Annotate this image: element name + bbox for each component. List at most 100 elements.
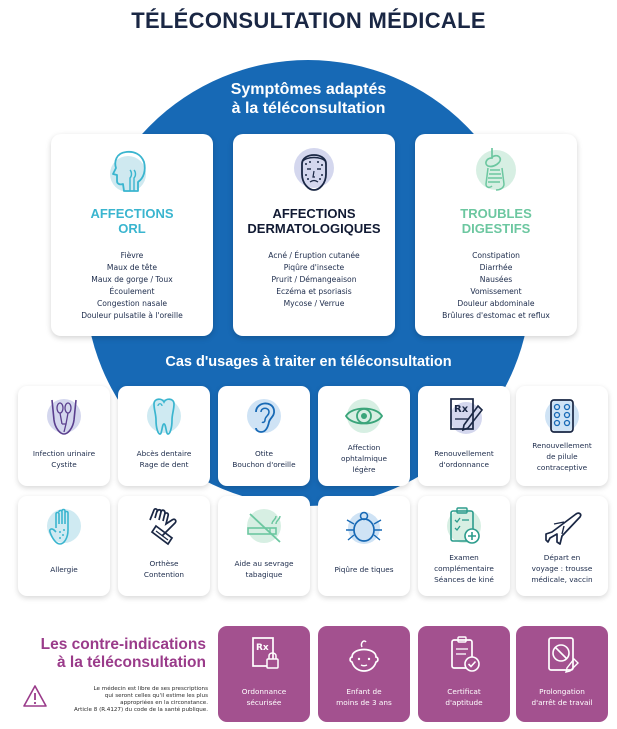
- contra-label-line: Certificat: [447, 687, 481, 696]
- no-smoking-icon: [247, 509, 281, 543]
- airplane-icon: [545, 512, 582, 545]
- prescription-icon: Rx: [450, 398, 484, 434]
- use-card-label: Affection ophtalmique légère: [321, 442, 407, 475]
- use-card-label: Renouvellement d'ordonnance: [421, 448, 507, 470]
- use-card-tick-bite: Piqûre de tiques: [318, 496, 410, 596]
- category-title-line-1: AFFECTIONS: [90, 206, 174, 221]
- symptom-item: Eczéma et psoriasis: [276, 287, 352, 296]
- use-label-line: médicale, vaccin: [531, 575, 593, 584]
- category-title-line-1: AFFECTIONS: [272, 206, 356, 221]
- use-card-label: Départ en voyage : trousse médicale, vac…: [519, 552, 605, 585]
- category-title: AFFECTIONS DERMATOLOGIQUES: [233, 206, 395, 236]
- category-title: TROUBLES DIGESTIFS: [415, 206, 577, 236]
- symptom-item: Maux de tête: [106, 263, 158, 272]
- tooth-icon: [147, 398, 181, 435]
- contra-card-fitness-certificate: Certificat d'aptitude: [418, 626, 510, 722]
- pill-pack-icon: [545, 399, 579, 433]
- use-label-line: Affection: [347, 443, 381, 452]
- legal-note-line: Article 8 (R.4127) du code de la santé p…: [74, 707, 208, 713]
- contra-card-label: Enfant de moins de 3 ans: [321, 686, 407, 708]
- category-title-line-1: TROUBLES: [460, 206, 532, 221]
- symptom-item: Piqûre d'insecte: [283, 263, 345, 272]
- use-label-line: tabagique: [245, 570, 283, 579]
- symptom-item: Brûlures d'estomac et reflux: [442, 311, 550, 320]
- use-card-label: Abcès dentaire Rage de dent: [121, 448, 207, 470]
- contra-label-line: sécurisée: [246, 698, 282, 707]
- contra-label-line: d'arrêt de travail: [531, 698, 593, 707]
- contra-label-line: Prolongation: [539, 687, 585, 696]
- use-label-line: Piqûre de tiques: [334, 565, 394, 574]
- symptom-item: Vomissement: [470, 287, 522, 296]
- use-card-label: Infection urinaire Cystite: [21, 448, 107, 470]
- hand-allergy-icon: [47, 508, 81, 545]
- use-card-travel: Départ en voyage : trousse médicale, vac…: [516, 496, 608, 596]
- use-card-urinary-infection: Infection urinaire Cystite: [18, 386, 110, 486]
- use-card-dental-abscess: Abcès dentaire Rage de dent: [118, 386, 210, 486]
- symptoms-title-line-2: à la téléconsultation: [231, 100, 386, 117]
- use-cases-section-title: Cas d'usages à traiter en téléconsultati…: [165, 354, 452, 370]
- use-label-line: Otite: [255, 449, 273, 458]
- category-title: AFFECTIONS ORL: [51, 206, 213, 236]
- eye-icon: [344, 399, 384, 433]
- contra-label-line: Enfant de: [346, 687, 382, 696]
- clipboard-plus-icon: [447, 507, 481, 544]
- use-card-prescription-renewal: Rx Renouvellement d'ordonnance: [418, 386, 510, 486]
- symptom-item: Diarrhée: [479, 263, 513, 272]
- use-label-line: Bouchon d'oreille: [232, 460, 296, 469]
- symptom-item: Maux de gorge / Toux: [91, 275, 173, 284]
- use-card-label: Aide au sevrage tabagique: [221, 558, 307, 580]
- ear-icon: [247, 399, 281, 433]
- legal-note-line: qui seront celles qu'il estime les plus: [104, 693, 208, 699]
- face-acne-icon: [294, 148, 334, 191]
- contra-card-secure-prescription: Rx Ordonnance sécurisée: [218, 626, 310, 722]
- use-label-line: légère: [352, 465, 376, 474]
- contra-card-sick-leave-extension: Prolongation d'arrêt de travail: [516, 626, 608, 722]
- work-stop-icon: [548, 637, 579, 673]
- use-card-label: Piqûre de tiques: [321, 564, 407, 575]
- legal-note-line: appropriées en la circonstance.: [120, 700, 208, 706]
- contra-card-label: Certificat d'aptitude: [421, 686, 507, 708]
- category-card-orl: AFFECTIONS ORL Fièvre Maux de tête Maux …: [51, 134, 213, 336]
- category-card-dermatology: AFFECTIONS DERMATOLOGIQUES Acné / Érupti…: [233, 134, 395, 336]
- svg-text:Rx: Rx: [454, 404, 469, 415]
- category-title-line-2: DERMATOLOGIQUES: [247, 221, 381, 236]
- warning-icon: [23, 685, 47, 707]
- use-label-line: voyage : trousse: [531, 564, 593, 573]
- symptom-item: Congestion nasale: [96, 299, 168, 308]
- use-card-contraceptive-pill: Renouvellement de pilule contraceptive: [516, 386, 608, 486]
- use-card-label: Allergie: [21, 564, 107, 575]
- use-label-line: Abcès dentaire: [136, 449, 192, 458]
- use-label-line: Contention: [143, 570, 185, 579]
- use-label-line: ophtalmique: [341, 454, 387, 463]
- use-label-line: d'ordonnance: [439, 460, 489, 469]
- use-label-line: Renouvellement: [532, 441, 592, 450]
- use-label-line: Examen: [449, 553, 479, 562]
- wrist-brace-icon: [149, 508, 177, 546]
- use-label-line: Orthèse: [149, 559, 179, 568]
- contra-card-label: Ordonnance sécurisée: [221, 686, 307, 708]
- page-title: TÉLÉCONSULTATION MÉDICALE: [131, 8, 486, 33]
- baby-icon: [349, 640, 379, 672]
- legal-note: Le médecin est libre de ses prescription…: [46, 686, 208, 714]
- tick-icon: [346, 511, 382, 544]
- symptom-item: Fièvre: [120, 251, 144, 260]
- use-label-line: complémentaire: [434, 564, 494, 573]
- category-symptom-list: Fièvre Maux de tête Maux de gorge / Toux…: [55, 250, 209, 322]
- symptoms-title-line-1: Symptômes adaptés: [230, 81, 387, 98]
- symptom-item: Douleur abdominale: [457, 299, 535, 308]
- use-card-orthosis: Orthèse Contention: [118, 496, 210, 596]
- use-card-complementary-exam: Examen complémentaire Séances de kiné: [418, 496, 510, 596]
- symptom-item: Constipation: [472, 251, 520, 260]
- use-card-label: Examen complémentaire Séances de kiné: [421, 552, 507, 585]
- category-title-line-2: DIGESTIFS: [461, 221, 531, 236]
- category-title-line-2: ORL: [118, 221, 146, 236]
- symptom-item: Acné / Éruption cutanée: [268, 251, 360, 260]
- category-symptom-list: Acné / Éruption cutanée Piqûre d'insecte…: [237, 250, 391, 310]
- use-card-label: Renouvellement de pilule contraceptive: [519, 440, 605, 473]
- use-label-line: Séances de kiné: [434, 575, 494, 584]
- symptom-item: Mycose / Verrue: [283, 299, 345, 308]
- use-card-otitis: Otite Bouchon d'oreille: [218, 386, 310, 486]
- use-label-line: Infection urinaire: [32, 449, 96, 458]
- certificate-icon: [451, 636, 480, 672]
- symptom-item: Douleur pulsatile à l'oreille: [81, 311, 183, 320]
